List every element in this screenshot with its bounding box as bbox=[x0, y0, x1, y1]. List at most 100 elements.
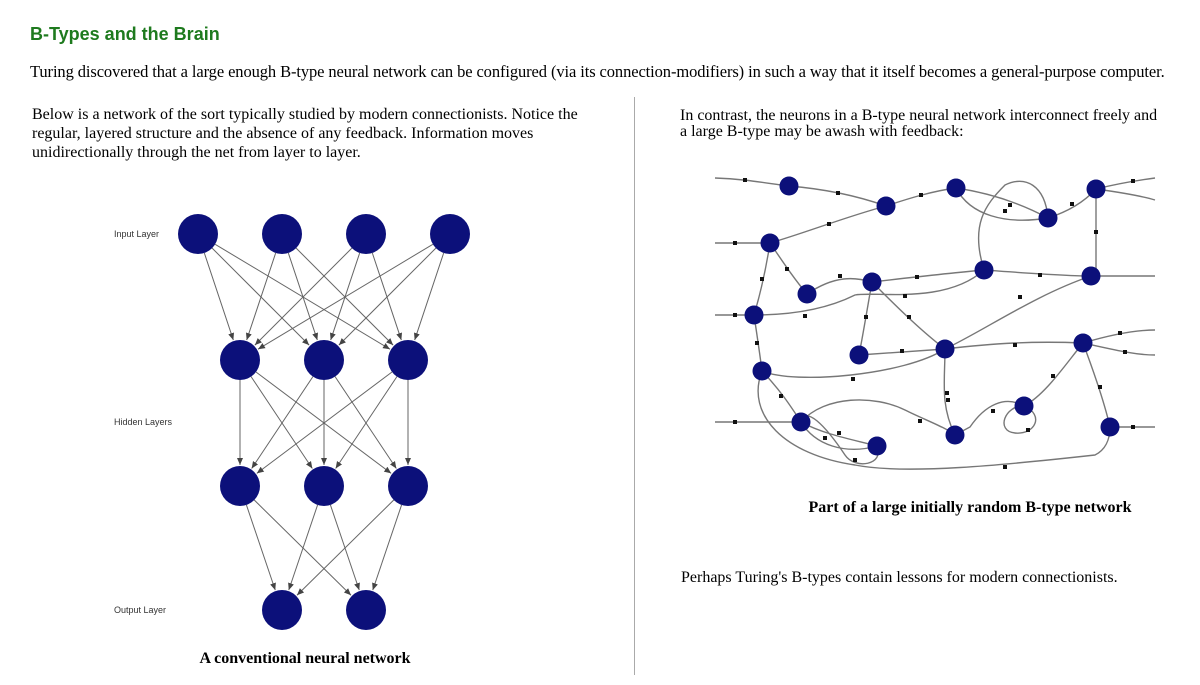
btype-network-caption: Part of a large initially random B-type … bbox=[808, 499, 1132, 516]
connection-modifier bbox=[1098, 385, 1102, 389]
ff-connection-arrow bbox=[288, 504, 319, 591]
connection-modifier bbox=[779, 394, 783, 398]
btype-connection bbox=[806, 277, 873, 295]
btype-connection bbox=[1082, 342, 1111, 428]
output-neuron bbox=[346, 590, 386, 630]
connection-modifier bbox=[915, 275, 919, 279]
btype-neuron bbox=[1100, 417, 1120, 437]
connection-modifier bbox=[785, 267, 789, 271]
btype-neuron bbox=[862, 272, 882, 292]
ff-connection-arrow bbox=[257, 243, 434, 350]
connection-modifier bbox=[1131, 425, 1135, 429]
btype-neuron bbox=[779, 176, 799, 196]
input-layer-label: Input Layer bbox=[114, 229, 159, 239]
btype-neuron bbox=[791, 412, 811, 432]
closing-remark: Perhaps Turing's B-types contain lessons… bbox=[681, 569, 1118, 586]
btype-neuron bbox=[760, 233, 780, 253]
btype-neuron bbox=[945, 425, 965, 445]
connection-modifier bbox=[1131, 179, 1135, 183]
connection-modifier bbox=[1038, 273, 1042, 277]
connection-modifier bbox=[946, 398, 950, 402]
btype-connection bbox=[955, 187, 1049, 221]
connection-modifier bbox=[1123, 350, 1127, 354]
output-neuron bbox=[262, 590, 302, 630]
btype-neuron bbox=[1014, 396, 1034, 416]
btype-connection bbox=[871, 269, 985, 283]
btype-neuron bbox=[1081, 266, 1101, 286]
btype-connection bbox=[983, 269, 1092, 277]
column-divider bbox=[634, 97, 635, 675]
right-description: In contrast, the neurons in a B-type neu… bbox=[680, 107, 1158, 140]
ff-connection-arrow bbox=[245, 504, 276, 591]
connection-modifier bbox=[853, 458, 857, 462]
btype-network-diagram bbox=[714, 176, 1156, 470]
left-description: Below is a network of the sort typically… bbox=[32, 106, 578, 161]
hidden-neuron bbox=[220, 340, 260, 380]
btype-neuron bbox=[974, 260, 994, 280]
btype-connection bbox=[1082, 342, 1156, 356]
output-layer-label: Output Layer bbox=[114, 605, 166, 615]
btype-connection bbox=[977, 180, 1049, 271]
section-heading: B-Types and the Brain bbox=[30, 24, 220, 44]
btype-neuron bbox=[752, 361, 772, 381]
btype-neuron bbox=[744, 305, 764, 325]
connection-modifier bbox=[743, 178, 747, 182]
btype-connection bbox=[944, 275, 1092, 350]
btype-connection bbox=[753, 269, 985, 316]
hidden-neuron bbox=[388, 340, 428, 380]
connection-modifier bbox=[733, 241, 737, 245]
connection-modifier bbox=[918, 419, 922, 423]
conventional-network-diagram: Input Layer Hidden Layers Output Layer bbox=[114, 214, 470, 630]
hidden-neuron bbox=[304, 466, 344, 506]
btype-connection bbox=[761, 348, 946, 379]
connection-modifier bbox=[991, 409, 995, 413]
ff-connection-arrow bbox=[372, 504, 403, 591]
btype-neuron bbox=[1038, 208, 1058, 228]
connection-modifier bbox=[851, 377, 855, 381]
hidden-neuron bbox=[304, 340, 344, 380]
hidden-neuron bbox=[220, 466, 260, 506]
connection-modifier bbox=[1026, 428, 1030, 432]
ff-connection-arrow bbox=[246, 252, 277, 341]
connection-modifier bbox=[864, 315, 868, 319]
connection-modifier bbox=[903, 294, 907, 298]
connection-modifier bbox=[1008, 203, 1012, 207]
ff-connection-arrow bbox=[335, 376, 398, 469]
input-neuron bbox=[430, 214, 470, 254]
btype-neuron bbox=[1086, 179, 1106, 199]
hidden-neuron bbox=[388, 466, 428, 506]
connection-modifier bbox=[900, 349, 904, 353]
btype-connection bbox=[800, 399, 956, 436]
connection-modifier bbox=[1003, 209, 1007, 213]
connection-modifier bbox=[1013, 343, 1017, 347]
input-neuron bbox=[178, 214, 218, 254]
input-neuron bbox=[262, 214, 302, 254]
btype-neuron bbox=[935, 339, 955, 359]
btype-connection bbox=[788, 185, 887, 207]
btype-neuron bbox=[849, 345, 869, 365]
ff-connection-arrow bbox=[256, 371, 393, 474]
btype-neuron bbox=[946, 178, 966, 198]
ff-connection-arrow bbox=[296, 499, 395, 596]
ff-connection-arrow bbox=[251, 376, 314, 469]
ff-connection-arrow bbox=[338, 247, 437, 346]
connection-modifier bbox=[1094, 230, 1098, 234]
connection-modifier bbox=[1118, 331, 1122, 335]
btype-neuron bbox=[876, 196, 896, 216]
hidden-layers-label: Hidden Layers bbox=[114, 417, 173, 427]
btype-neuron bbox=[1073, 333, 1093, 353]
connection-modifier bbox=[907, 315, 911, 319]
connection-modifier bbox=[733, 313, 737, 317]
btype-connection bbox=[769, 205, 887, 244]
btype-connection bbox=[800, 415, 880, 465]
btype-connection bbox=[1003, 405, 1037, 434]
connection-modifier bbox=[1051, 374, 1055, 378]
connection-modifier bbox=[838, 274, 842, 278]
input-neuron bbox=[346, 214, 386, 254]
btype-connection bbox=[714, 177, 790, 187]
connection-modifier bbox=[1003, 465, 1007, 469]
btype-neuron bbox=[797, 284, 817, 304]
ff-connection-arrow bbox=[203, 252, 234, 341]
connection-modifier bbox=[733, 420, 737, 424]
connection-modifier bbox=[837, 431, 841, 435]
